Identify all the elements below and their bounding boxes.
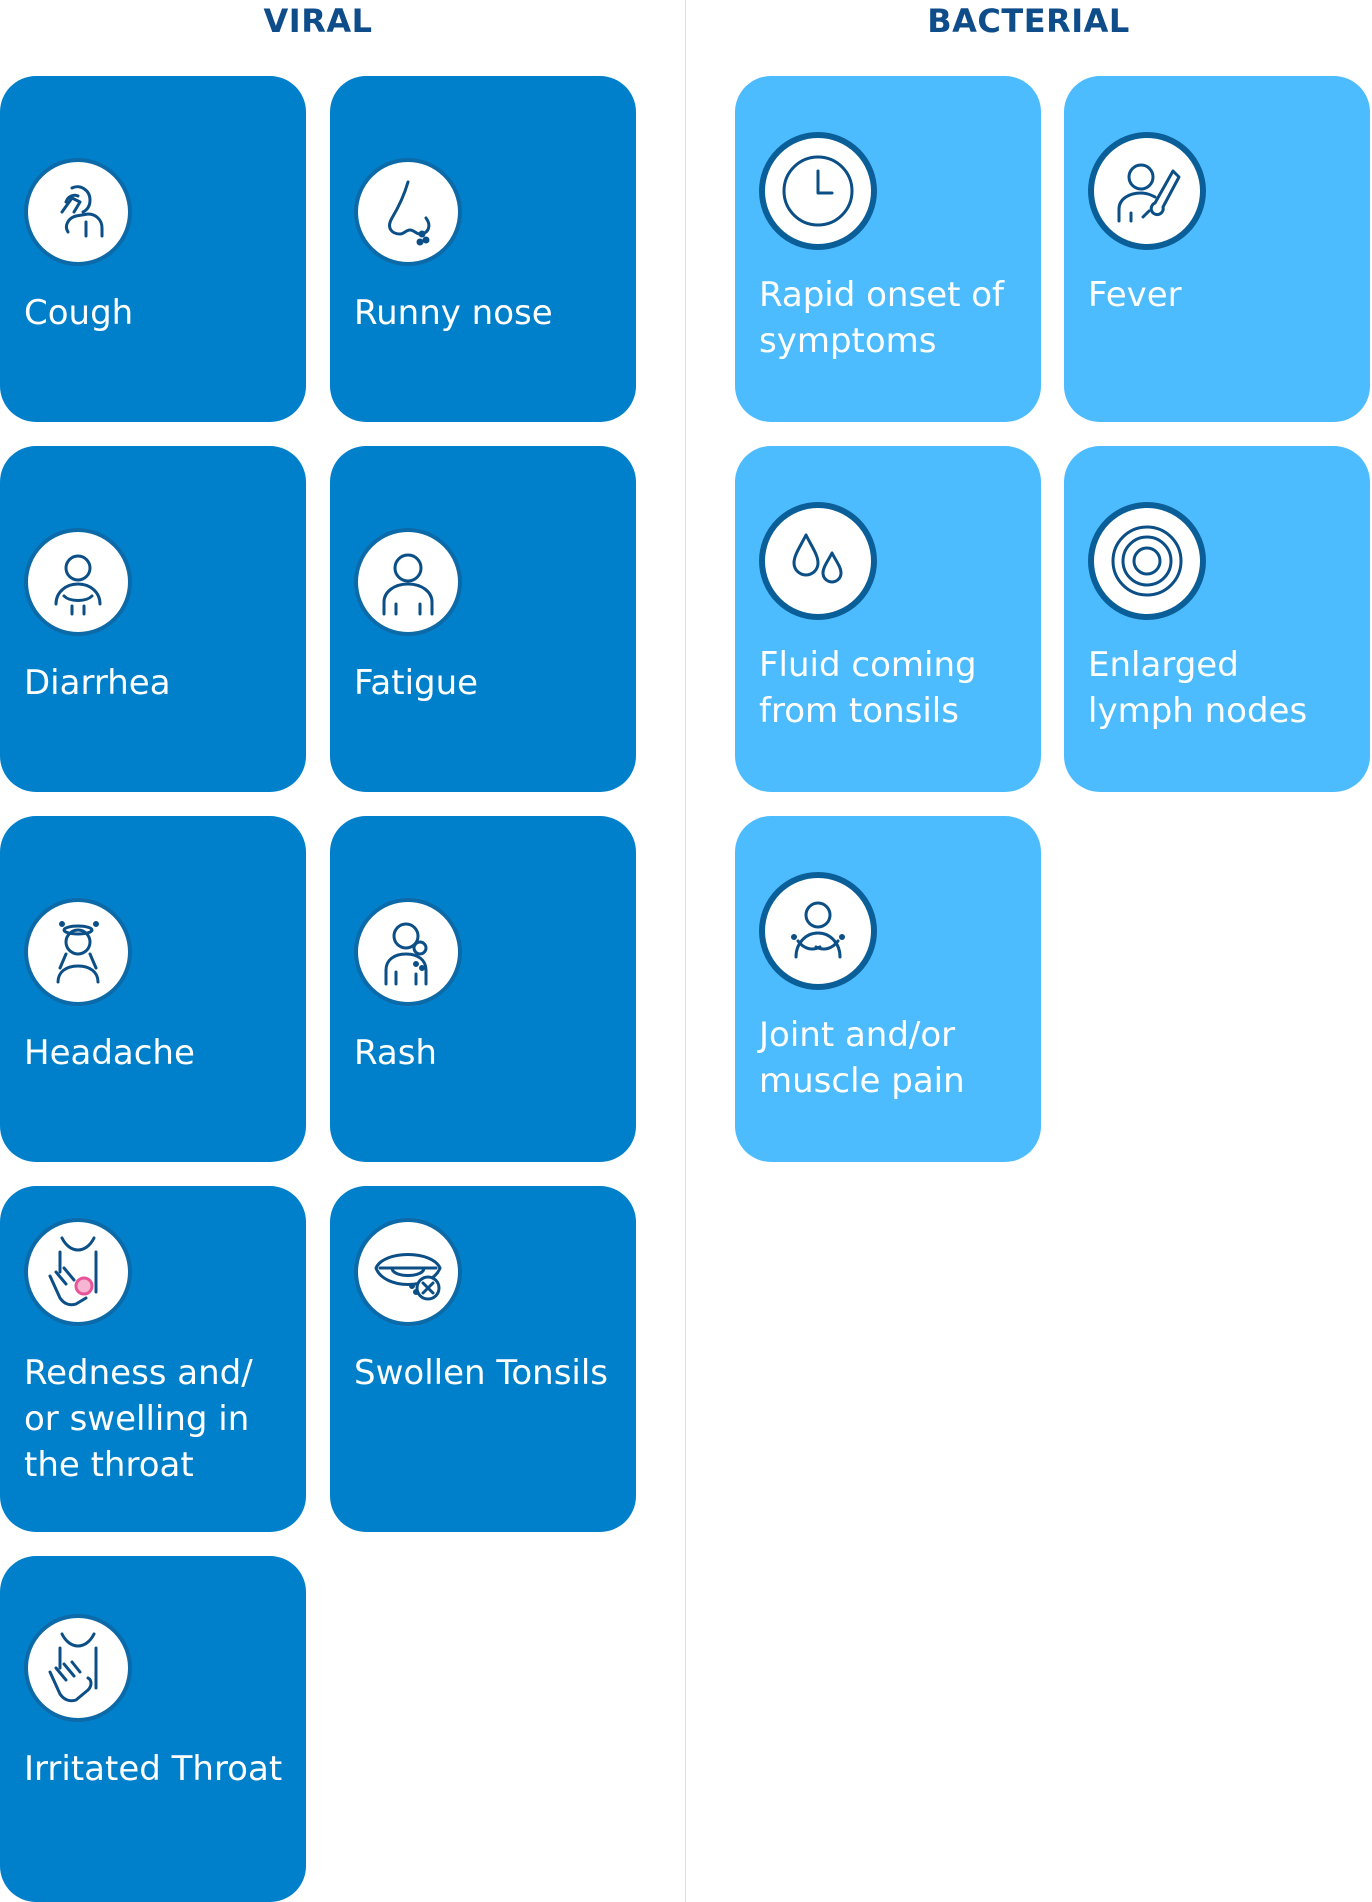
symptom-label: Headache [24,1033,195,1073]
symptom-label: Swollen Tonsils [354,1353,609,1393]
symptom-label: Diarrhea [24,663,171,703]
stomach-icon [24,528,132,636]
symptom-card-cough: Cough [0,76,306,422]
column-divider [685,0,686,1902]
symptom-label: Redness and/ or swelling in the throat [24,1353,253,1485]
rash-icon [354,898,462,1006]
symptom-card-rash: Rash [330,816,636,1162]
symptom-card-throat-redness: Redness and/ or swelling in the throat [0,1186,306,1532]
viral-heading: VIRAL [263,2,373,40]
mouth-icon [354,1218,462,1326]
clock-icon [759,132,877,250]
symptom-label: Fever [1088,275,1182,315]
symptom-card-runny-nose: Runny nose [330,76,636,422]
target-icon [1088,502,1206,620]
symptom-card-joint-pain: Joint and/or muscle pain [735,816,1041,1162]
symptom-card-irritated-throat: Irritated Throat [0,1556,306,1902]
symptom-label: Rapid onset of symptoms [759,275,1005,361]
body-pain-icon [759,872,877,990]
symptom-card-fatigue: Fatigue [330,446,636,792]
symptom-label: Runny nose [354,293,553,333]
symptom-label: Irritated Throat [24,1749,283,1789]
nose-icon [354,158,462,266]
headache-icon [24,898,132,1006]
bacterial-heading: BACTERIAL [927,2,1130,40]
symptom-card-diarrhea: Diarrhea [0,446,306,792]
symptom-card-swollen-tonsils: Swollen Tonsils [330,1186,636,1532]
symptom-label: Enlarged lymph nodes [1088,645,1308,731]
throat-redness-icon [24,1218,132,1326]
throat-icon [24,1614,132,1722]
symptom-card-fluid-tonsils: Fluid coming from tonsils [735,446,1041,792]
symptom-card-rapid-onset: Rapid onset of symptoms [735,76,1041,422]
symptom-card-headache: Headache [0,816,306,1162]
droplets-icon [759,502,877,620]
symptom-label: Cough [24,293,134,333]
person-icon [354,528,462,636]
symptom-label: Fatigue [354,663,479,703]
thermometer-icon [1088,132,1206,250]
symptom-card-lymph-nodes: Enlarged lymph nodes [1064,446,1370,792]
symptom-label: Fluid coming from tonsils [759,645,977,731]
symptom-card-fever: Fever [1064,76,1370,422]
symptom-label: Rash [354,1033,437,1073]
symptom-label: Joint and/or muscle pain [759,1015,965,1101]
cough-icon [24,158,132,266]
